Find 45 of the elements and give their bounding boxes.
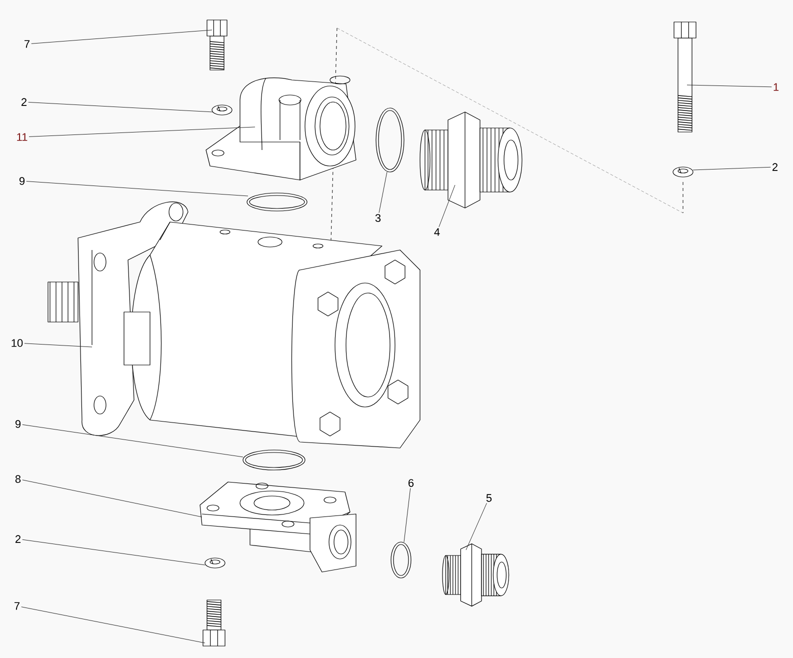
callout-number: 9: [15, 420, 21, 428]
o-ring-drawing: [246, 192, 308, 212]
flange-drawing: [200, 482, 356, 572]
leader-line: [404, 488, 411, 542]
callout-number: 5: [486, 494, 492, 502]
callout-number: 11: [17, 133, 28, 141]
leader-line: [26, 181, 248, 196]
leader-line: [28, 126, 256, 137]
leader-line: [28, 102, 214, 112]
leader-line: [378, 172, 388, 214]
o-ring-drawing: [390, 542, 412, 578]
callout-number: 8: [15, 475, 21, 483]
callout-number: 7: [24, 40, 30, 48]
flange-drawing: [206, 76, 356, 180]
bolt-drawing: [202, 600, 226, 646]
callout-number: 1: [774, 83, 779, 91]
callout-number: 6: [408, 479, 414, 487]
callout-number: 10: [12, 339, 23, 347]
leader-line: [24, 343, 92, 348]
leader-line: [21, 606, 206, 644]
bolt-drawing: [674, 22, 696, 132]
o-ring-drawing: [242, 450, 306, 470]
leader-line: [22, 539, 206, 566]
washer-drawing: [212, 104, 232, 116]
leader-line: [686, 84, 772, 88]
callout-number: 4: [434, 228, 440, 236]
bolt-drawing: [206, 20, 228, 70]
leader-line: [22, 424, 244, 458]
callout-number: 7: [14, 602, 20, 610]
washer-drawing: [204, 558, 226, 568]
leader-line: [466, 502, 487, 550]
leader-line: [692, 166, 771, 170]
pump-body-drawing: [48, 202, 420, 448]
fitting-drawing: [420, 112, 522, 208]
callout-number: 2: [772, 163, 778, 171]
callout-number: 2: [22, 98, 27, 106]
o-ring-drawing: [376, 108, 404, 172]
callout-number: 9: [19, 177, 25, 185]
leader-line: [22, 480, 202, 518]
leader-line: [438, 184, 456, 228]
fitting-drawing: [442, 544, 510, 606]
leader-line: [31, 30, 212, 44]
callout-number: 2: [16, 535, 21, 543]
washer-drawing: [672, 166, 694, 178]
callout-number: 3: [375, 214, 381, 222]
